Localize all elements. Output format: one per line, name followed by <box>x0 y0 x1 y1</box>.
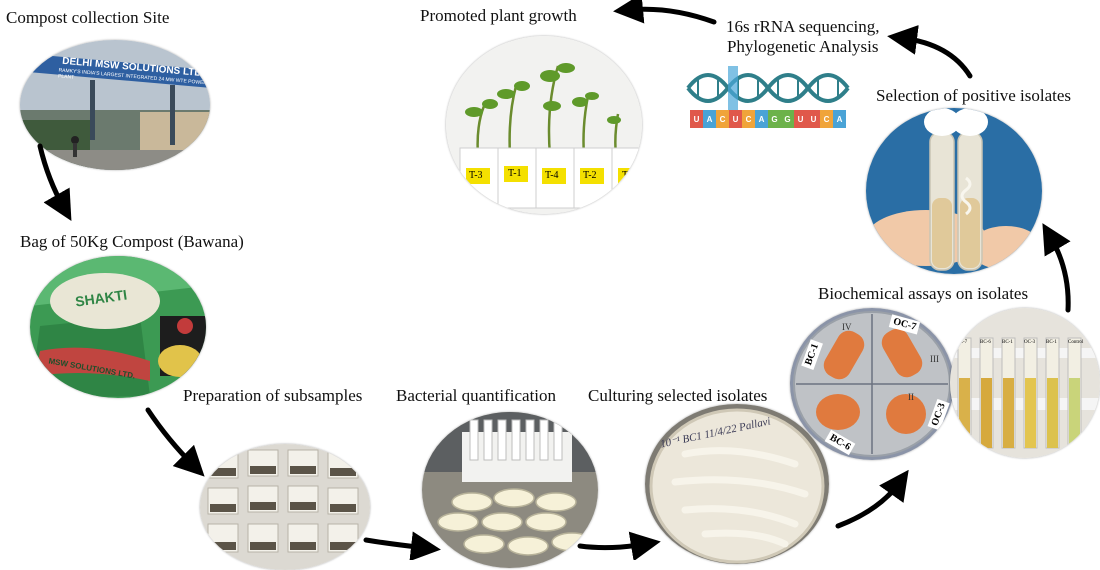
arrow-subsamples-to-quantification <box>363 531 441 560</box>
base-12: A <box>833 110 846 128</box>
label-biochemical: Biochemical assays on isolates <box>818 284 1029 303</box>
pot-label-5: T <box>622 170 629 181</box>
selection-photo <box>866 108 1042 274</box>
pot-label-4: T-2 <box>583 170 597 181</box>
label-sequencing-line2: Phylogenetic Analysis <box>726 37 879 56</box>
plant-growth-photo: T-3 T-1 T-4 T-2 T <box>446 36 642 214</box>
pot-label-3: T-4 <box>545 170 559 181</box>
base-1: U <box>690 110 703 128</box>
label-subsamples: Preparation of subsamples <box>183 386 363 405</box>
arrow-culturing-to-biochemical <box>835 469 909 529</box>
biochemical-plate-photo: BC-1 OC-7 BC-6 OC-3 IV III II <box>790 308 954 460</box>
label-quantification: Bacterial quantification <box>396 386 557 405</box>
label-selection: Selection of positive isolates <box>876 86 1071 105</box>
label-sequencing: 16s rRNA sequencing, Phylogenetic Analys… <box>726 17 879 57</box>
label-compost-bag: Bag of 50Kg Compost (Bawana) <box>20 232 244 251</box>
plate-quadrant-ii: II <box>908 392 914 402</box>
tube-label-2: BC-6 <box>980 340 991 345</box>
tube-label-6: Control <box>1068 340 1084 345</box>
arrow-biochemical-to-selection <box>1042 223 1071 313</box>
base-8: G <box>781 110 794 128</box>
arrow-bag-to-subsamples <box>145 407 205 477</box>
base-10: U <box>807 110 820 128</box>
tube-label-5: BC-1 <box>1046 340 1057 345</box>
label-plant-growth: Promoted plant growth <box>420 6 577 25</box>
arrow-selection-to-sequencing <box>887 24 973 79</box>
plate-quadrant-iv: IV <box>842 322 852 332</box>
base-4: U <box>729 110 742 128</box>
base-2: A <box>703 110 716 128</box>
label-culturing: Culturing selected isolates <box>588 386 768 405</box>
tube-label-4: OC-3 <box>1024 340 1036 345</box>
biochemical-tubes-photo: OC-7 BC-6 BC-1 OC-3 BC-1 Control <box>950 308 1100 458</box>
pot-label-1: T-3 <box>469 170 483 181</box>
base-6: A <box>755 110 768 128</box>
label-compost-site: Compost collection Site <box>6 8 170 27</box>
dna-graphic: U A C U C A G G U U C A <box>686 60 852 132</box>
base-7: G <box>768 110 781 128</box>
arrow-sequencing-to-plant <box>613 0 717 25</box>
subsamples-photo <box>200 444 370 570</box>
base-3: C <box>716 110 729 128</box>
base-9: U <box>794 110 807 128</box>
plate-quadrant-iii: III <box>930 354 939 364</box>
rna-bases-row: U A C U C A G G U U C A <box>690 110 846 128</box>
compost-site-photo: DELHI MSW SOLUTIONS LTD. RAMKY'S INDIA'S… <box>20 40 210 170</box>
compost-bag-photo: SHAKTI MSW SOLUTIONS LTD. <box>30 256 206 398</box>
base-11: C <box>820 110 833 128</box>
quantification-photo <box>422 412 598 568</box>
label-sequencing-line1: 16s rRNA sequencing, <box>726 17 880 36</box>
tube-label-1: OC-7 <box>956 340 968 345</box>
tube-label-3: BC-1 <box>1002 340 1013 345</box>
pot-label-2: T-1 <box>508 168 522 179</box>
dna-helix-icon <box>686 66 850 110</box>
base-5: C <box>742 110 755 128</box>
